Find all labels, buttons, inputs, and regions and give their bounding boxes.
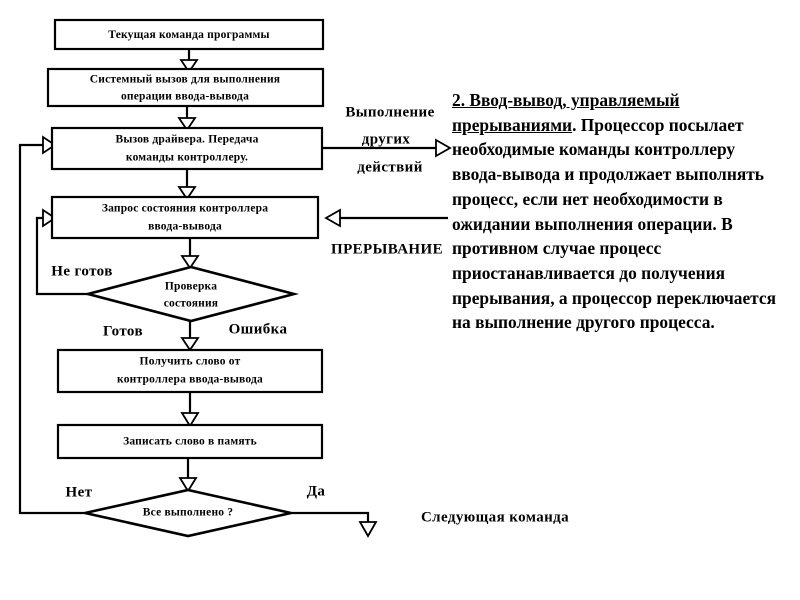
node-system-call[interactable]: Системный вызов для выполнения операции … — [46, 67, 325, 108]
node-label-line: контроллера ввода-вывода — [117, 374, 263, 386]
connector-yes-branch — [291, 511, 370, 524]
arrowhead-writeword-to-alldone — [178, 477, 198, 493]
description-text: 2. Ввод-вывод, управляемый прерываниями.… — [452, 88, 782, 335]
node-current-command[interactable]: Текущая команда программы — [53, 18, 325, 51]
arrowhead-syscall-to-driver — [177, 117, 197, 132]
arrowhead-no-loop — [42, 135, 57, 155]
edge-label-next-command: Следующая команда — [421, 509, 569, 525]
arrowhead-notready-loop — [42, 208, 57, 228]
node-label-line: Запрос состояния контроллера — [102, 203, 268, 215]
arrowhead-getword-to-writeword — [180, 412, 200, 428]
arrowhead-status-to-check — [180, 255, 200, 270]
edge-label-interrupt: ПРЕРЫВАНИЕ — [331, 241, 443, 257]
edge-label-no: Нет — [66, 484, 93, 500]
node-status-check[interactable]: Проверка состояния — [82, 265, 300, 323]
connector-layer — [18, 49, 452, 538]
node-shape-box — [46, 67, 325, 108]
connector-notready-loop — [35, 216, 88, 296]
edge-label-other-actions-2: других — [362, 131, 411, 147]
edge-label-not-ready: Не готов — [51, 263, 112, 279]
node-shape-diamond — [82, 265, 300, 323]
node-shape-box — [50, 126, 324, 171]
node-label-line: ввода-вывода — [148, 221, 222, 233]
node-label-line: Получить слово от — [140, 356, 241, 368]
arrowhead-yes-branch — [358, 521, 378, 538]
edge-label-yes: Да — [307, 483, 326, 499]
description-lead: 2. Ввод-вывод, управляемый прерываниями — [452, 90, 680, 135]
node-label-line: Все выполнено ? — [143, 507, 234, 519]
node-label-line: операции ввода-вывода — [121, 91, 249, 103]
node-all-done[interactable]: Все выполнено ? — [84, 488, 292, 538]
node-label-line: Проверка — [165, 281, 217, 293]
edge-label-ready: Готов — [103, 323, 143, 339]
node-label-line: Текущая команда программы — [108, 29, 269, 41]
arrowhead-driver-to-status — [177, 186, 197, 201]
arrowhead-current-to-syscall — [179, 59, 199, 74]
node-shape-box — [56, 423, 324, 460]
edge-label-other-actions-3: действий — [357, 159, 423, 175]
node-shape-box — [53, 18, 325, 51]
node-status-request[interactable]: Запрос состояния контроллера ввода-вывод… — [50, 195, 320, 240]
connector-no-loop — [18, 143, 85, 515]
node-label-line: команды контроллеру. — [126, 152, 248, 164]
node-shape-box — [56, 348, 324, 394]
edge-label-error: Ошибка — [229, 321, 288, 337]
edge-label-other-actions-1: Выполнение — [345, 104, 434, 120]
edge-label-layer: Выполнение других действий ПРЕРЫВАНИЕ Не… — [51, 104, 569, 525]
node-label-line: Записать слово в память — [123, 436, 257, 448]
node-shape-box — [50, 195, 320, 240]
node-layer: Текущая команда программы Системный вызо… — [46, 18, 325, 538]
node-label-line: состояния — [164, 298, 218, 310]
node-shape-diamond — [84, 488, 292, 538]
description-body: . Процессор посылает необходимые команды… — [452, 114, 777, 333]
arrowhead-interrupt — [324, 208, 341, 228]
arrowhead-other-actions — [435, 138, 452, 158]
node-write-word[interactable]: Записать слово в память — [56, 423, 324, 460]
node-driver-call[interactable]: Вызов драйвера. Передача команды контрол… — [50, 126, 324, 171]
node-label-line: Вызов драйвера. Передача — [115, 134, 258, 146]
node-label-line: Системный вызов для выполнения — [90, 74, 280, 86]
arrowhead-check-to-getword — [180, 337, 200, 352]
node-get-word[interactable]: Получить слово от контроллера ввода-выво… — [56, 348, 324, 394]
